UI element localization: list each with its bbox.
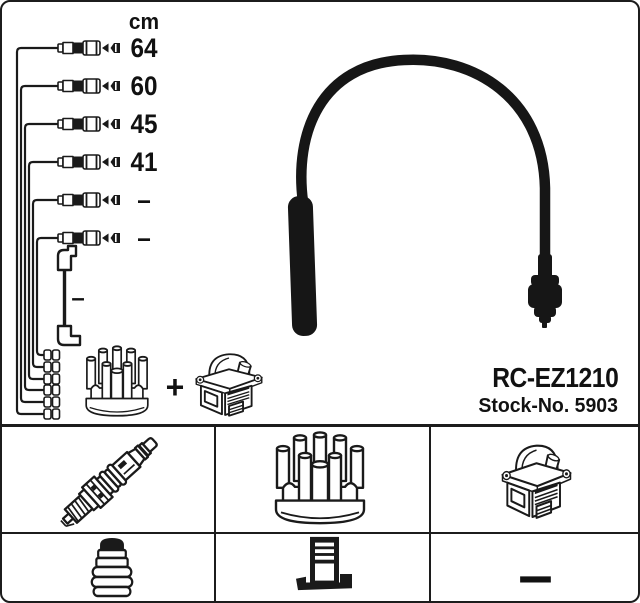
connector-block-icon — [43, 349, 61, 420]
wire-end-icon — [57, 40, 121, 56]
plus-sign: + — [165, 369, 185, 405]
coil-tower-icon — [296, 536, 352, 591]
not-applicable-dash: – — [518, 541, 553, 603]
distributor-cap-icon — [85, 345, 149, 417]
length-value: 64 — [130, 33, 158, 63]
product-stock-number: Stock-No. 5903 — [478, 394, 618, 417]
wire-end-icon — [57, 192, 121, 208]
length-value: 45 — [130, 109, 158, 139]
length-value: – — [137, 185, 151, 215]
grid-horizontal-divider — [2, 532, 638, 534]
cable-harness-diagram — [15, 40, 263, 420]
coil-wire-icon — [56, 244, 82, 347]
length-value: 60 — [130, 71, 158, 101]
grid-vertical-divider — [214, 427, 216, 601]
length-value: – — [137, 223, 151, 253]
length-value: 41 — [130, 147, 158, 177]
wire-end-icon — [57, 230, 121, 246]
coil-wire-length-value: – — [71, 285, 85, 312]
distributor-cap-icon — [274, 431, 366, 525]
grid-top-border — [2, 424, 638, 427]
wire-end-icon — [57, 116, 121, 132]
product-model: RC-EZ1210 — [491, 362, 619, 393]
spark-plug-boot-icon — [90, 536, 134, 598]
grid-vertical-divider — [429, 427, 431, 601]
ignition-coil-icon — [501, 444, 572, 519]
wire-end-icon — [57, 78, 121, 94]
spark-plug-icon — [52, 429, 165, 535]
lead-end-connector — [528, 254, 562, 328]
length-unit-header: cm — [128, 9, 160, 34]
ignition-coil-icon — [195, 353, 263, 417]
ignition-lead-photo — [287, 54, 562, 336]
wire-end-icon — [57, 154, 121, 170]
